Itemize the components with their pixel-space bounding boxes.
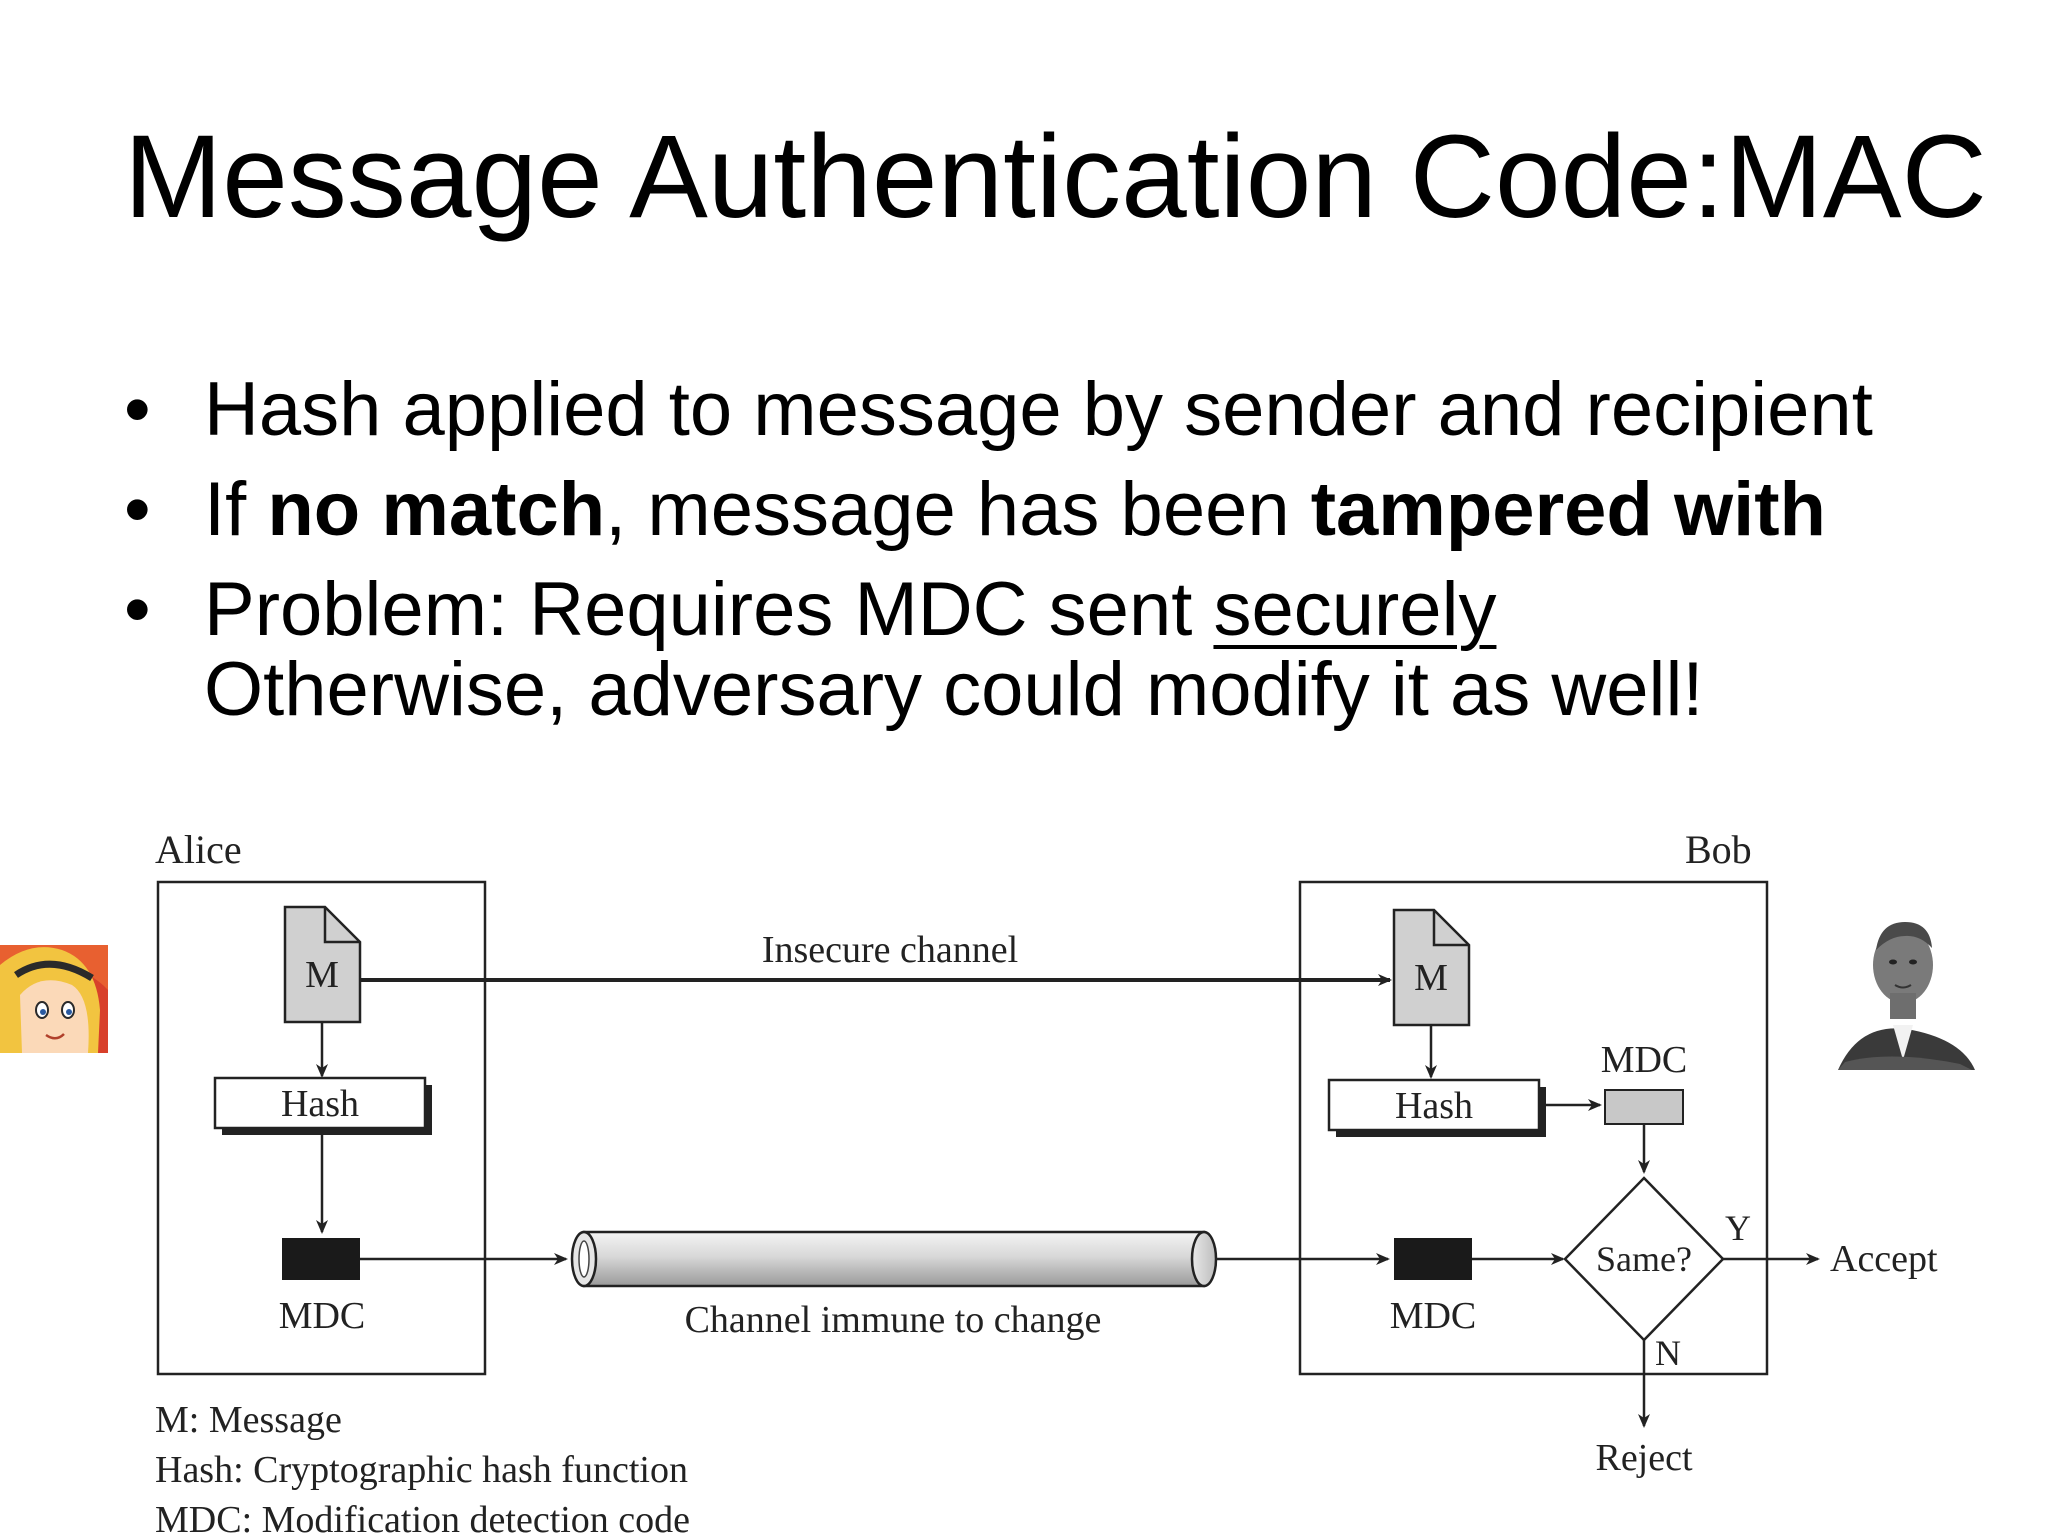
- bullet-item-no-match: • If no match, message has been tampered…: [124, 472, 1873, 572]
- insecure-channel-label: Insecure channel: [762, 929, 1018, 971]
- bullet-marker: •: [124, 467, 151, 552]
- bullet-list: • Hash applied to message by sender and …: [124, 372, 1873, 732]
- bullet-text-part: Problem: Requires MDC sent: [204, 567, 1214, 652]
- reject-label: Reject: [1595, 1437, 1693, 1479]
- bullet-text: Hash applied to message by sender and re…: [204, 367, 1873, 452]
- bob-portrait-icon: [1838, 922, 1975, 1070]
- bob-box: [1298, 880, 1769, 1376]
- bob-hash-box: [1327, 1078, 1546, 1137]
- accept-label: Accept: [1830, 1238, 1938, 1280]
- alice-mdc-block: [282, 1238, 360, 1280]
- bob-mdc-top-label: MDC: [1601, 1039, 1688, 1081]
- bullet-emphasis-tampered: tampered with: [1310, 467, 1826, 552]
- bullet-marker: •: [124, 367, 151, 452]
- legend-mdc: MDC: Modification detection code: [155, 1499, 690, 1536]
- alice-box: [156, 880, 487, 1376]
- alice-hash-box: [213, 1076, 432, 1135]
- bullet-emphasis-securely: securely: [1213, 567, 1497, 652]
- bob-label: Bob: [1685, 827, 1752, 872]
- bob-message-label: M: [1414, 957, 1448, 999]
- bullet-continuation-text: Otherwise, adversary could modify it as …: [204, 647, 1704, 732]
- bob-message-document-icon: [1392, 908, 1471, 1027]
- bullet-text-part: , message has been: [605, 467, 1311, 552]
- secure-channel-label: Channel immune to change: [685, 1299, 1102, 1341]
- no-branch-label: N: [1655, 1333, 1681, 1373]
- bullet-item-hash-applied: • Hash applied to message by sender and …: [124, 372, 1873, 472]
- bullet-emphasis-no-match: no match: [267, 467, 606, 552]
- bob-mdc-block: [1394, 1238, 1472, 1280]
- slide-title: Message Authentication Code:MAC: [124, 111, 1987, 243]
- bob-computed-mdc-block: [1604, 1089, 1684, 1125]
- legend-message: M: Message: [155, 1399, 342, 1441]
- bullet-item-problem: • Problem: Requires MDC sent securely: [124, 572, 1873, 652]
- bob-hash-label: Hash: [1395, 1085, 1473, 1127]
- bullet-marker: •: [124, 567, 151, 652]
- alice-hash-label: Hash: [281, 1083, 359, 1125]
- alice-label: Alice: [155, 827, 242, 872]
- secure-channel-pipe: [570, 1230, 1218, 1288]
- legend-hash: Hash: Cryptographic hash function: [155, 1449, 688, 1491]
- bullet-text-part: If: [204, 467, 268, 552]
- compare-label: Same?: [1596, 1239, 1692, 1279]
- alice-message-label: M: [305, 954, 339, 996]
- yes-branch-label: Y: [1725, 1208, 1751, 1248]
- bullet-continuation: Otherwise, adversary could modify it as …: [124, 652, 1873, 732]
- bob-mdc-bottom-label: MDC: [1390, 1295, 1477, 1337]
- alice-mdc-label: MDC: [279, 1295, 366, 1337]
- alice-cartoon-icon: [0, 945, 108, 1053]
